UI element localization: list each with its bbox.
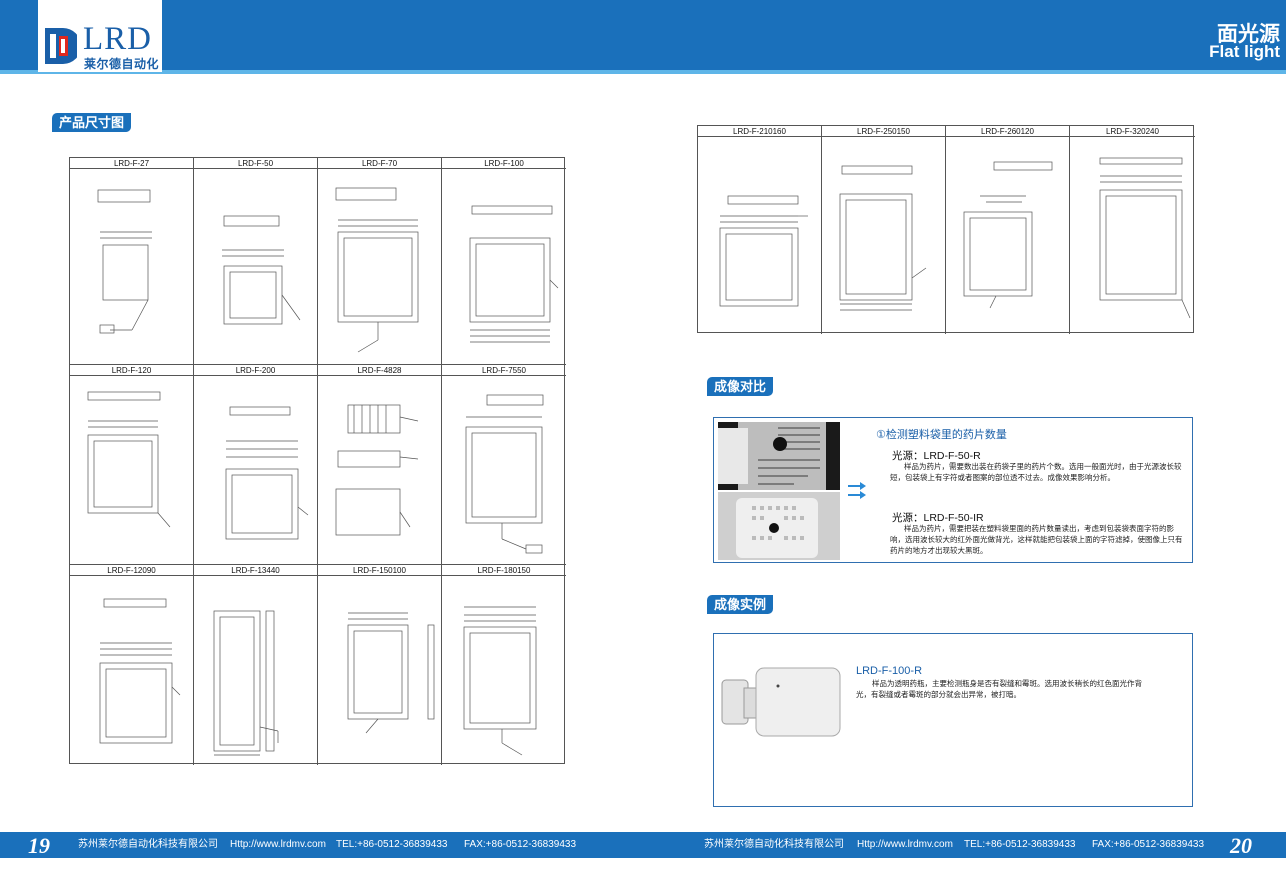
drawing-cell: LRD-F-100: [442, 158, 566, 365]
dimension-drawing: [99, 598, 181, 744]
model-label: LRD-F-70: [318, 158, 441, 169]
drawing-cell: LRD-F-150100: [318, 565, 442, 765]
drawing-cell: LRD-F-210160: [698, 126, 822, 334]
drawing-cell: LRD-F-260120: [946, 126, 1070, 334]
drawing-cell: LRD-F-12090: [70, 565, 194, 765]
dimension-drawing: [335, 404, 419, 536]
model-label: LRD-F-180150: [442, 565, 566, 576]
drawing-cell: LRD-F-200: [194, 365, 318, 565]
drawing-cell: LRD-F-13440: [194, 565, 318, 765]
model-label: LRD-F-120: [70, 365, 193, 376]
footer-url-left[interactable]: Http://www.lrdmv.com: [230, 839, 326, 850]
pill-pack-image: [718, 422, 826, 490]
logo-text: LRD: [83, 21, 152, 57]
dimension-drawing: [719, 195, 808, 307]
footer-url-right[interactable]: Http://www.lrdmv.com: [857, 839, 953, 850]
dimension-drawings-grid: LRD-F-27 LRD-F-50 LRD-F-70: [69, 157, 566, 765]
comparison-source-2: 光源：LRD-F-50-IR: [892, 512, 984, 524]
drawing-cell: LRD-F-50: [194, 158, 318, 365]
pill-pack-ir-image: [718, 492, 840, 560]
model-label: LRD-F-150100: [318, 565, 441, 576]
model-label: LRD-F-4828: [318, 365, 441, 376]
drawing-cell: LRD-F-180150: [442, 565, 566, 765]
footer-tel-left: TEL:+86-0512-36839433: [336, 839, 448, 850]
model-label: LRD-F-210160: [698, 126, 821, 137]
dimension-drawing: [839, 165, 927, 311]
footer-fax-left: FAX:+86-0512-36839433: [464, 839, 577, 850]
lrd-logo-icon: [45, 28, 77, 64]
dimension-drawing: [335, 187, 419, 353]
page-title-en: Flat light: [1209, 42, 1280, 61]
dimension-drawing: [469, 205, 559, 343]
vial-image: [720, 654, 844, 750]
dimension-drawing: [225, 406, 309, 540]
photo-ir-light: [718, 492, 840, 560]
section-tag-comparison: 成像对比: [707, 377, 774, 396]
arrow-icon: [848, 482, 866, 499]
drawing-cell: LRD-F-70: [318, 158, 442, 365]
header-stripe: [0, 70, 1286, 74]
model-label: LRD-F-100: [442, 158, 566, 169]
dimension-drawing: [1099, 157, 1191, 319]
dimension-drawing: [463, 606, 537, 756]
model-label: LRD-F-320240: [1070, 126, 1195, 137]
page-footer: [0, 832, 1286, 858]
comparison-desc-2: 样品为药片，需要把装在塑料袋里面的药片数量读出，考虑到包装袋表面字符的影响，选用…: [890, 524, 1183, 555]
dimension-drawing: [87, 391, 171, 528]
page-header: [0, 0, 1286, 70]
model-label: LRD-F-200: [194, 365, 317, 376]
drawing-cell: LRD-F-4828: [318, 365, 442, 565]
example-panel: LRD-F-100-R 样品为透明药瓶，主要检测瓶身是否有裂缝和霉斑。选用波长稍…: [713, 633, 1193, 807]
drawing-cell: LRD-F-27: [70, 158, 194, 365]
drawing-cell: LRD-F-250150: [822, 126, 946, 334]
example-desc: 样品为透明药瓶，主要检测瓶身是否有裂缝和霉斑。选用波长稍长的红色面光作背光，有裂…: [856, 679, 1142, 699]
footer-company-left: 苏州莱尔德自动化科技有限公司: [78, 839, 218, 850]
photo-red-light: [718, 422, 840, 490]
dimension-drawing: [465, 394, 544, 554]
comparison-desc-1: 样品为药片，需要数出装在药袋子里的药片个数。选用一般面光时，由于光源波长较短，包…: [890, 462, 1182, 482]
dimension-drawing: [963, 161, 1053, 309]
model-label: LRD-F-50: [194, 158, 317, 169]
dimension-drawings-table: LRD-F-210160 LRD-F-250150 LRD-F-260120: [697, 125, 1195, 334]
page-title-cn: 面光源: [1217, 23, 1280, 46]
model-label: LRD-F-7550: [442, 365, 566, 376]
logo: LRD 莱尔德自动化: [38, 0, 162, 72]
example-title: LRD-F-100-R: [856, 665, 923, 677]
drawing-cell: LRD-F-7550: [442, 365, 566, 565]
dimension-drawing: [222, 215, 301, 325]
section-tag-dimensions: 产品尺寸图: [52, 113, 132, 132]
model-label: LRD-F-12090: [70, 565, 193, 576]
page-number-right: 20: [1230, 833, 1252, 858]
model-label: LRD-F-27: [70, 158, 193, 169]
model-label: LRD-F-13440: [194, 565, 317, 576]
dimension-drawing: [97, 189, 152, 334]
section-tag-example: 成像实例: [707, 595, 774, 614]
logo-subtitle: 莱尔德自动化: [84, 57, 160, 71]
drawing-cell: LRD-F-320240: [1070, 126, 1195, 334]
comparison-panel: ①检测塑料袋里的药片数量 光源：LRD-F-50-R 样品为药片，需要数出装在药…: [713, 417, 1193, 563]
footer-fax-right: FAX:+86-0512-36839433: [1092, 839, 1205, 850]
comparison-source-1: 光源：LRD-F-50-R: [892, 450, 981, 462]
dimension-drawing: [213, 610, 279, 756]
page-number-left: 19: [28, 833, 50, 858]
model-label: LRD-F-250150: [822, 126, 945, 137]
comparison-title: ①检测塑料袋里的药片数量: [876, 429, 1007, 441]
footer-tel-right: TEL:+86-0512-36839433: [964, 839, 1076, 850]
drawing-cell: LRD-F-120: [70, 365, 194, 565]
footer-company-right: 苏州莱尔德自动化科技有限公司: [704, 839, 844, 850]
dimension-drawing: [347, 612, 435, 734]
model-label: LRD-F-260120: [946, 126, 1069, 137]
